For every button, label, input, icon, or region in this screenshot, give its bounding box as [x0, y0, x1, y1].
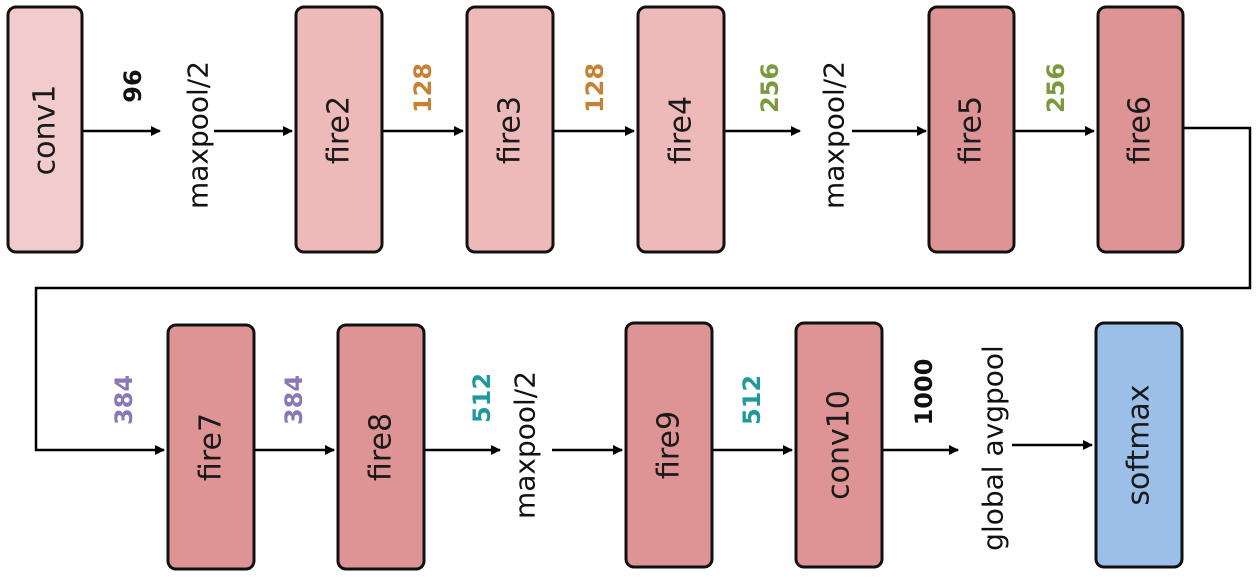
channel-label-512-a: 512 — [468, 373, 496, 423]
node-fire2: fire2 — [294, 5, 384, 254]
node-fire2-box — [294, 5, 384, 254]
node-softmax: softmax — [1094, 321, 1184, 569]
node-conv1-box — [6, 5, 84, 254]
node-fire4-box — [636, 5, 726, 254]
node-fire7: fire7 — [166, 323, 256, 571]
node-fire9-label: fire9 — [652, 411, 687, 479]
node-fire2-label: fire2 — [322, 96, 357, 164]
op-global-avgpool: global avgpool — [977, 345, 1010, 551]
node-fire7-box — [166, 323, 256, 571]
channel-label-384-a: 384 — [110, 375, 138, 425]
node-conv10-box — [794, 321, 884, 569]
channel-label-96: 96 — [119, 69, 147, 102]
node-fire6: fire6 — [1096, 5, 1185, 254]
node-conv1: conv1 — [6, 5, 84, 254]
channel-label-1000: 1000 — [910, 359, 938, 426]
node-fire8-label: fire8 — [364, 413, 399, 481]
node-fire4-label: fire4 — [664, 96, 699, 164]
node-fire3: fire3 — [465, 5, 555, 254]
channel-label-128-b: 128 — [581, 63, 609, 113]
node-fire5: fire5 — [927, 5, 1016, 254]
channel-labels: 96 128 128 256 256 384 384 512 512 1000 — [110, 63, 1070, 425]
node-fire3-label: fire3 — [493, 96, 528, 164]
edges — [34, 126, 1252, 455]
node-fire9: fire9 — [624, 321, 714, 569]
node-fire5-box — [927, 5, 1016, 254]
node-conv10-label: conv10 — [822, 390, 857, 500]
node-fire8: fire8 — [336, 323, 426, 571]
nodes: conv1 fire2 fire3 fire4 fire5 fire6 — [6, 5, 1185, 571]
channel-label-128-a: 128 — [409, 63, 437, 113]
operations: maxpool/2 maxpool/2 maxpool/2 global avg… — [182, 61, 1010, 551]
channel-label-256-a: 256 — [756, 63, 784, 113]
channel-label-512-b: 512 — [738, 375, 766, 425]
node-fire8-box — [336, 323, 426, 571]
node-softmax-label: softmax — [1122, 384, 1157, 505]
op-maxpool-2: maxpool/2 — [818, 61, 851, 209]
node-fire6-label: fire6 — [1123, 96, 1158, 164]
node-fire4: fire4 — [636, 5, 726, 254]
node-softmax-box — [1094, 321, 1184, 569]
channel-label-384-b: 384 — [280, 375, 308, 425]
op-maxpool-3: maxpool/2 — [509, 371, 542, 519]
edge-fire6-fire7-wrap — [34, 126, 1252, 455]
node-conv1-label: conv1 — [28, 85, 63, 176]
node-fire5-label: fire5 — [954, 96, 989, 164]
node-conv10: conv10 — [794, 321, 884, 569]
op-maxpool-1: maxpool/2 — [182, 61, 215, 209]
node-fire7-label: fire7 — [194, 413, 229, 481]
channel-label-256-b: 256 — [1042, 63, 1070, 113]
node-fire9-box — [624, 321, 714, 569]
node-fire6-box — [1096, 5, 1185, 254]
node-fire3-box — [465, 5, 555, 254]
